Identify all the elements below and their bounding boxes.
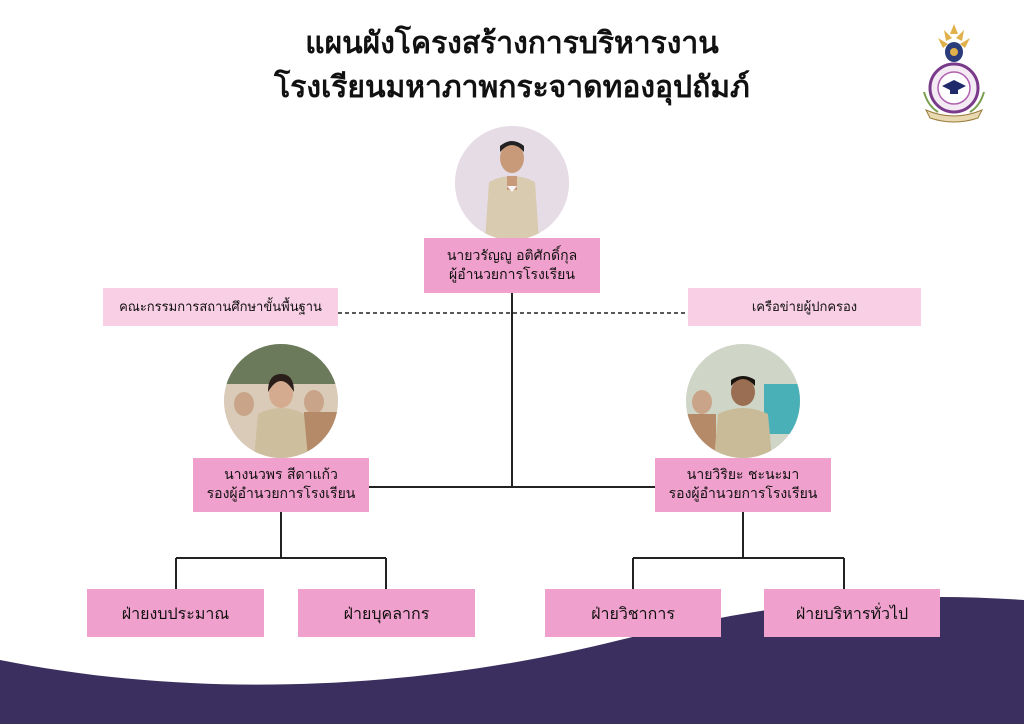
director-position: ผู้อำนวยการโรงเรียน	[449, 266, 575, 283]
deputy-left-position: รองผู้อำนวยการโรงเรียน	[206, 486, 356, 502]
deputy-right-photo	[686, 344, 800, 458]
dept-budget-box: ฝ่ายงบประมาณ	[87, 589, 264, 637]
chart-title-line2: โรงเรียนมหาภาพกระจาดทองอุปถัมภ์	[274, 70, 750, 105]
school-board-label: คณะกรรมการสถานศึกษาขั้นพื้นฐาน	[119, 299, 322, 315]
dept-general-admin-box: ฝ่ายบริหารทั่วไป	[764, 589, 940, 637]
dept-academic-label: ฝ่ายวิชาการ	[591, 603, 675, 623]
school-board-box: คณะกรรมการสถานศึกษาขั้นพื้นฐาน	[103, 288, 338, 326]
deputy-left-box: นางนวพร สีดาแก้ว รองผู้อำนวยการโรงเรียน	[193, 458, 369, 512]
deputy-left-name: นางนวพร สีดาแก้ว	[224, 467, 338, 483]
deputy-right-box: นายวิริยะ ชะนะมา รองผู้อำนวยการโรงเรียน	[655, 458, 831, 512]
deputy-right-name: นายวิริยะ ชะนะมา	[686, 467, 800, 483]
director-photo	[455, 126, 569, 240]
parent-network-box: เครือข่ายผู้ปกครอง	[688, 288, 921, 326]
director-name: นายวรัญญู อติศักดิ์กุล	[446, 247, 578, 264]
dept-general-admin-label: ฝ่ายบริหารทั่วไป	[795, 603, 909, 623]
chart-title-line1: แผนผังโครงสร้างการบริหารงาน	[305, 26, 719, 61]
dept-personnel-label: ฝ่ายบุคลากร	[343, 603, 430, 623]
deputy-right-position: รองผู้อำนวยการโรงเรียน	[668, 486, 818, 502]
director-box: นายวรัญญู อติศักดิ์กุล ผู้อำนวยการโรงเรี…	[424, 238, 600, 293]
parent-network-label: เครือข่ายผู้ปกครอง	[751, 299, 858, 315]
dept-budget-label: ฝ่ายงบประมาณ	[121, 603, 230, 623]
dept-academic-box: ฝ่ายวิชาการ	[545, 589, 721, 637]
deputy-left-photo	[224, 344, 338, 458]
school-logo	[923, 24, 985, 123]
dept-personnel-box: ฝ่ายบุคลากร	[298, 589, 475, 637]
